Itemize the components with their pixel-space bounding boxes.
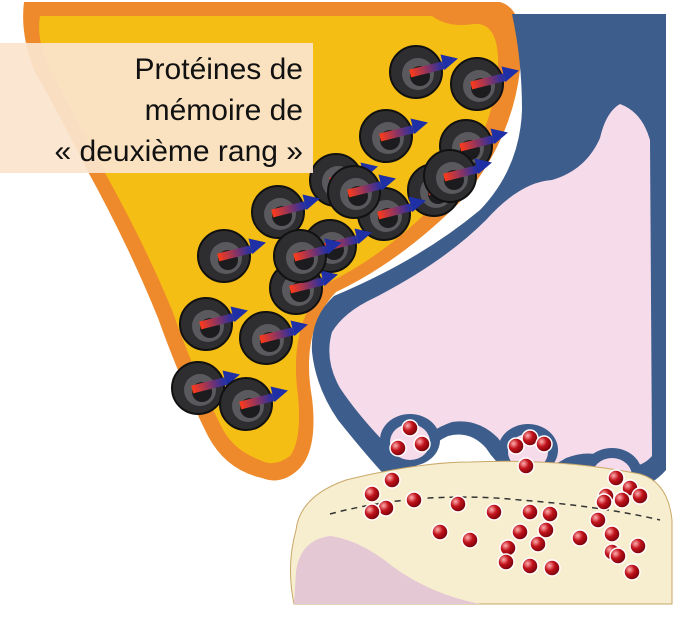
red-vesicle-icon — [383, 471, 401, 489]
caption-line-2: mémoire de — [144, 94, 303, 127]
presynaptic-interior — [329, 104, 652, 467]
gradient-arrow-icon — [191, 370, 240, 394]
red-vesicle-icon — [589, 511, 607, 529]
caption-box: Protéines de mémoire de « deuxième rang … — [0, 43, 313, 173]
red-vesicle-icon — [529, 535, 547, 553]
red-vesicle-icon — [537, 521, 555, 539]
gradient-arrow-icon — [379, 118, 428, 142]
red-vesicle-icon — [535, 435, 553, 453]
red-vesicle-icon — [603, 525, 621, 543]
red-vesicle-icon — [609, 547, 627, 565]
red-vesicle-icon — [623, 563, 641, 581]
postsynaptic-density — [329, 496, 661, 521]
red-vesicle-icon — [363, 503, 381, 521]
red-vesicle-icon — [521, 557, 539, 575]
red-vesicle-icon — [461, 531, 479, 549]
memory-proteins — [171, 45, 519, 431]
red-vesicle-icon — [613, 491, 631, 509]
gradient-arrow-icon — [347, 174, 396, 198]
gradient-arrow-icon — [293, 238, 342, 262]
postsynaptic-lower — [294, 536, 480, 604]
gradient-arrow-icon — [409, 54, 458, 78]
red-vesicle-icon — [389, 439, 407, 457]
gradient-arrow-icon — [443, 158, 492, 182]
gradient-arrow-icon — [239, 386, 288, 410]
gradient-arrow-icon — [470, 66, 519, 90]
red-vesicle-icon — [507, 437, 525, 455]
red-vesicle-icon — [401, 419, 419, 437]
gradient-arrow-icon — [259, 320, 308, 344]
gradient-arrow-icon — [199, 306, 248, 330]
red-vesicle-icon — [449, 495, 467, 513]
red-vesicle-icon — [363, 485, 381, 503]
gradient-arrow-icon — [289, 270, 338, 294]
gradient-arrow-icon — [459, 128, 508, 152]
neurotransmitter-vesicles — [363, 419, 649, 581]
red-vesicle-icon — [631, 487, 649, 505]
red-vesicle-icon — [571, 529, 589, 547]
red-vesicle-icon — [521, 503, 539, 521]
red-vesicle-icon — [485, 503, 503, 521]
caption-line-3: « deuxième rang » — [54, 135, 304, 168]
caption-line-1: Protéines de — [134, 53, 303, 86]
gradient-arrow-icon — [217, 238, 266, 262]
red-vesicle-icon — [629, 537, 647, 555]
red-vesicle-icon — [497, 553, 515, 571]
axon-interior — [552, 22, 606, 160]
red-vesicle-icon — [511, 523, 529, 541]
red-vesicle-icon — [543, 559, 561, 577]
red-vesicle-icon — [607, 469, 625, 487]
red-vesicle-icon — [431, 523, 449, 541]
gradient-arrow-icon — [377, 196, 426, 220]
red-vesicle-icon — [541, 505, 559, 523]
red-vesicle-icon — [405, 491, 423, 509]
red-vesicle-icon — [517, 457, 535, 475]
red-vesicle-icon — [595, 493, 613, 511]
gradient-arrow-icon — [271, 194, 320, 218]
red-vesicle-icon — [413, 435, 431, 453]
